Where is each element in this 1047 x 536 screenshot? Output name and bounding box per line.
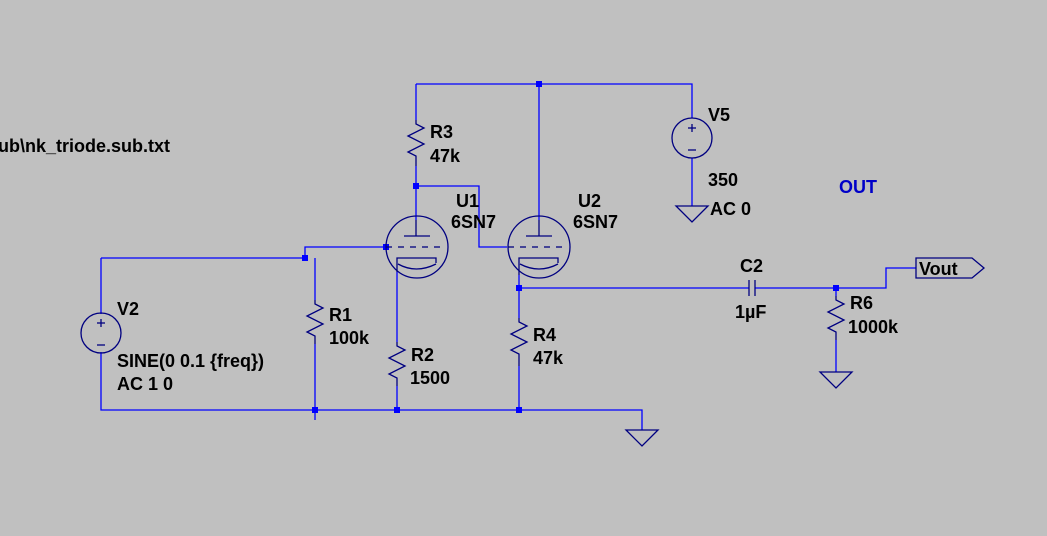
junction-dot (516, 407, 522, 413)
c2-name: C2 (740, 256, 763, 276)
net-label-out: OUT (839, 177, 877, 197)
voltage-source-v5-symbol[interactable] (671, 117, 713, 159)
resistor-r2-symbol[interactable] (387, 342, 407, 386)
v5-name: V5 (708, 105, 730, 125)
wire-input-top[interactable] (101, 246, 386, 259)
triode-u1-symbol[interactable] (385, 215, 449, 279)
output-port-label: Vout (919, 259, 958, 279)
u2-name: U2 (578, 191, 601, 211)
ground-symbol (624, 429, 660, 447)
wire-u1-plate-u2-grid[interactable] (416, 185, 507, 248)
r2-value: 1500 (410, 368, 450, 388)
v2-name: V2 (117, 299, 139, 319)
v5-value: 350 (708, 170, 738, 190)
r1-name: R1 (329, 305, 352, 325)
resistor-r1-symbol[interactable] (305, 300, 325, 344)
v2-value: SINE(0 0.1 {freq}) (117, 351, 264, 371)
u1-value: 6SN7 (451, 212, 496, 232)
output-port-symbol[interactable] (915, 257, 986, 279)
junction-dot (394, 407, 400, 413)
wire-out-port[interactable] (836, 267, 916, 289)
c2-value: 1µF (735, 302, 766, 322)
wire-ground-rail[interactable] (100, 352, 643, 430)
ground-symbol (674, 205, 710, 223)
wires (100, 83, 916, 430)
capacitor-c2-symbol[interactable] (748, 280, 756, 296)
junction-dot (302, 255, 308, 261)
r2-name: R2 (411, 345, 434, 365)
r1-value: 100k (329, 328, 370, 348)
voltage-source-v2-symbol[interactable] (80, 312, 122, 354)
junction-dot (536, 81, 542, 87)
r3-name: R3 (430, 122, 453, 142)
v5-ac: AC 0 (710, 199, 751, 219)
junction-dot (312, 407, 318, 413)
r4-name: R4 (533, 325, 556, 345)
junction-dot (413, 183, 419, 189)
resistor-r3-symbol[interactable] (406, 120, 426, 166)
wire-top-rail[interactable] (416, 83, 693, 118)
r6-name: R6 (850, 293, 873, 313)
v2-ac: AC 1 0 (117, 374, 173, 394)
u1-name: U1 (456, 191, 479, 211)
spice-directive: ub\nk_triode.sub.txt (0, 136, 170, 156)
junction-dot (833, 285, 839, 291)
resistor-r4-symbol[interactable] (509, 318, 529, 366)
r6-value: 1000k (848, 317, 899, 337)
r3-value: 47k (430, 146, 461, 166)
junction-dot (516, 285, 522, 291)
resistor-r6-symbol[interactable] (826, 296, 846, 340)
ground-symbol (818, 371, 854, 389)
u2-value: 6SN7 (573, 212, 618, 232)
triode-u2-symbol[interactable] (507, 215, 571, 279)
r4-value: 47k (533, 348, 564, 368)
